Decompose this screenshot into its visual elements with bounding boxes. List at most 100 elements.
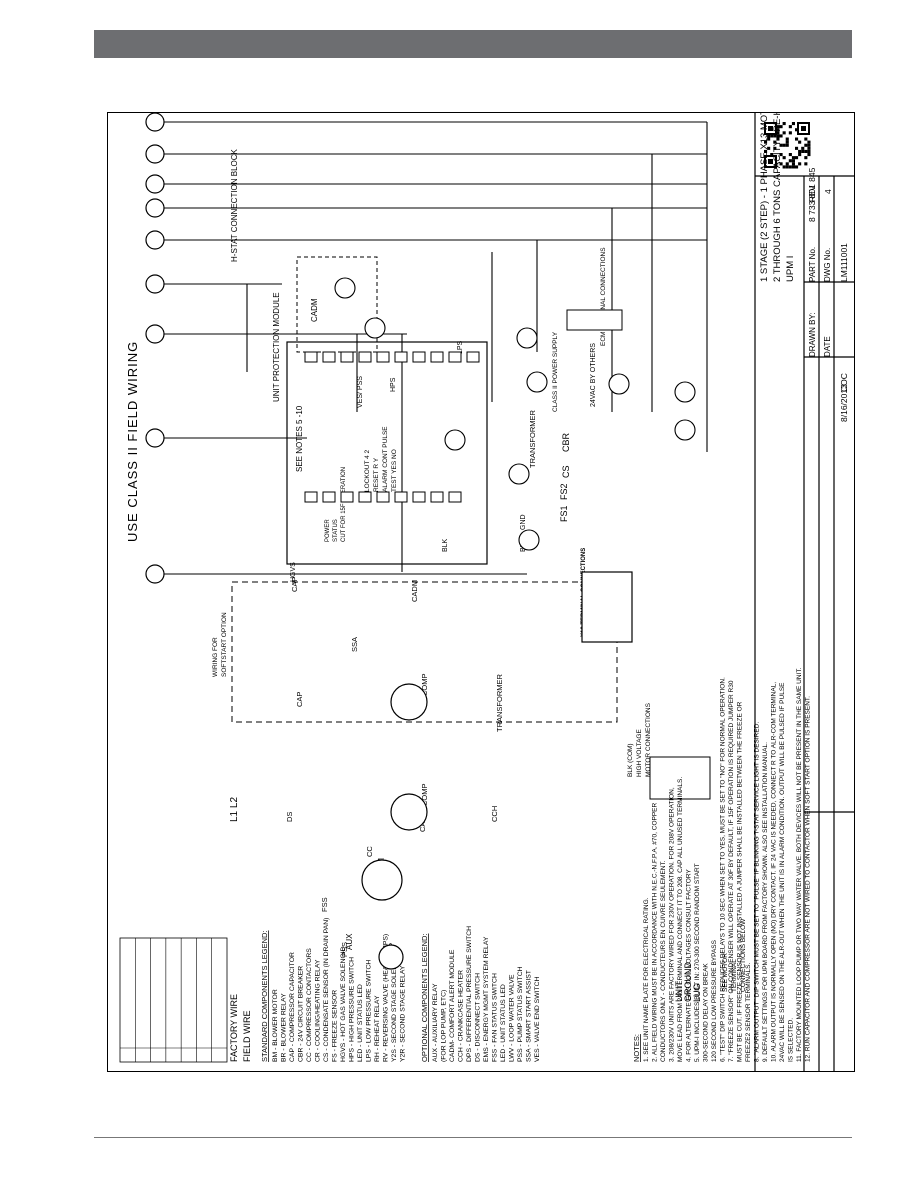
softstart-box	[231, 581, 618, 723]
note-line: IS SELECTED.	[788, 1018, 795, 1062]
transformer-label-top: TRANSFORMER	[528, 410, 537, 469]
qr-module	[782, 131, 786, 135]
upm-terminal	[430, 491, 444, 503]
date-value: 8/16/2013	[839, 384, 849, 422]
cc-label: CC	[365, 846, 374, 857]
terminal-y2	[145, 274, 165, 294]
wires	[164, 121, 708, 575]
standard-legend-item: RV - REVERSING VALVE (HEAT PUMPS)	[383, 934, 390, 1062]
terminal-y1	[145, 324, 165, 344]
cadm-label-2: CADM	[410, 580, 419, 602]
upm-module	[286, 341, 488, 565]
optional-legend-item: EMS - ENERGY MGMT SYSTEM RELAY	[483, 936, 490, 1062]
title-block-description: 2 THROUGH 6 TONS CAPACITY - RE-HEAT	[772, 112, 783, 282]
qr-module	[798, 162, 802, 166]
upm-setting: TEST YES NO	[391, 449, 398, 492]
qr-module	[779, 153, 783, 157]
upm-terminal	[394, 351, 408, 363]
qr-module	[785, 165, 789, 169]
cap-label-2: CAP	[295, 692, 304, 707]
standard-legend-item: CR - COOLING/HEATING RELAY	[315, 959, 322, 1062]
qr-module	[804, 143, 808, 147]
qr-module	[764, 140, 768, 144]
rh-coil	[674, 381, 696, 403]
upm-terminal	[412, 351, 426, 363]
qr-module	[791, 165, 795, 169]
optional-legend-item: SSA - SMART START ASSIST	[526, 970, 533, 1062]
standard-legend-item: CAP - COMPRESSOR CAPACITOR	[289, 952, 296, 1062]
qr-module	[776, 131, 780, 135]
note-line: MOVE LEAD FROM 240 TERMINAL AND CONNECT …	[677, 777, 684, 1062]
unit-ground-label: LUG	[692, 983, 702, 1002]
qr-module	[795, 128, 799, 132]
note-line: 5. UPM-I INCLUDES BUILT IN: 270-300 SECO…	[694, 863, 701, 1062]
terminal-w1	[145, 144, 165, 164]
standard-legend-item: Y2R - SECOND STAGE RELAY	[400, 965, 407, 1062]
note-line: 1. SEE UNIT NAME PLATE FOR ELECTRICAL RA…	[643, 897, 650, 1062]
note-line: 24VAC WILL BE SENSED ON THE ALR-OUT WHEN…	[779, 682, 786, 1062]
note-line: 2. ALL FIELD WIRING MUST BE IN ACCORDANC…	[652, 802, 659, 1062]
hstat-terminals	[145, 112, 165, 584]
cbr-label: CBR	[561, 432, 571, 452]
note-line: 10. ALARM OUTPUT IS NORMALLY OPEN (NO) D…	[771, 682, 778, 1062]
standard-legend-item: LED - UNIT STATUS LED	[357, 984, 364, 1062]
qr-module	[782, 156, 786, 160]
hgvs-label: HGVS	[290, 562, 297, 582]
hv-label: BLK (COM)	[627, 743, 634, 777]
qr-module	[791, 159, 795, 163]
terminal-o	[145, 428, 165, 448]
see-notes-label: SEE NOTES 5 -10	[295, 405, 304, 472]
qr-module	[779, 162, 783, 166]
upm-terminal	[358, 351, 372, 363]
qr-module	[791, 122, 795, 126]
qr-module	[779, 125, 783, 129]
hps-label: HPS	[390, 377, 397, 392]
qr-module	[779, 143, 783, 147]
class2-label: CLASS II POWER SUPPLY	[552, 331, 559, 412]
loop-pump	[378, 944, 404, 970]
qr-module	[782, 143, 786, 147]
optional-legend-item: LWV - LOOP WATER VALVE	[509, 974, 516, 1062]
hv-label: MOTOR CONNECTIONS	[645, 702, 652, 777]
upm-terminal	[376, 491, 390, 503]
qr-module	[782, 122, 786, 126]
optional-legend-item: LED - UNIT STATUS LED	[500, 984, 507, 1062]
ecm-connector	[566, 309, 623, 331]
qr-module	[785, 162, 789, 166]
part-label: PART No.	[808, 247, 817, 282]
comp-softstart	[390, 683, 428, 721]
qr-module	[804, 137, 808, 141]
l1l2-label: L1 L2	[229, 797, 240, 822]
comp-softstart-label: COMP	[420, 674, 429, 697]
standard-legend-item: CBR - 24V CIRCUIT BREAKER	[298, 966, 305, 1062]
fs2-label: FS2	[559, 483, 569, 500]
qr-module	[798, 153, 802, 157]
cr-coil	[334, 277, 356, 299]
upm-terminal	[340, 491, 354, 503]
note-line: 120 SECOND LOW PRESSURE BYPASS	[711, 939, 718, 1062]
upm-terminal	[466, 351, 480, 363]
rev-value: 4	[823, 189, 833, 194]
qr-module	[773, 134, 777, 138]
qr-module	[779, 134, 783, 138]
optional-legend-item: DS - DISCONNECT SWITCH	[475, 973, 482, 1062]
optional-legend-item: FSS - FAN STATUS SWITCH	[492, 973, 499, 1062]
lwv-coil	[508, 463, 530, 485]
upm-setting: LOCKOUT 4 2	[364, 449, 371, 492]
qr-code	[762, 120, 812, 170]
standard-legend-item: CC - COMPRESSOR CONTACTORS	[306, 948, 313, 1062]
y2r-coil	[364, 317, 386, 339]
cc-coil	[516, 327, 538, 349]
rev-label: REV	[808, 185, 817, 202]
qr-module	[788, 165, 792, 169]
qr-module	[785, 140, 789, 144]
note-line: 3. 208/230V UNITS ARE FACTORY WIRED FOR …	[669, 787, 676, 1062]
rv-coil	[444, 429, 466, 451]
optional-legend-item: PSS - PUMP STATUS SWITCH	[517, 966, 524, 1062]
note-line: 4. FOR ALTERNATE EMS COIL VOLTAGES CONSU…	[686, 869, 693, 1062]
qr-module	[807, 143, 811, 147]
cap-label: CAP	[290, 577, 299, 592]
qr-module	[767, 146, 771, 150]
softstart-label: SOFTSTART OPTION	[221, 612, 228, 677]
qr-module	[776, 134, 780, 138]
